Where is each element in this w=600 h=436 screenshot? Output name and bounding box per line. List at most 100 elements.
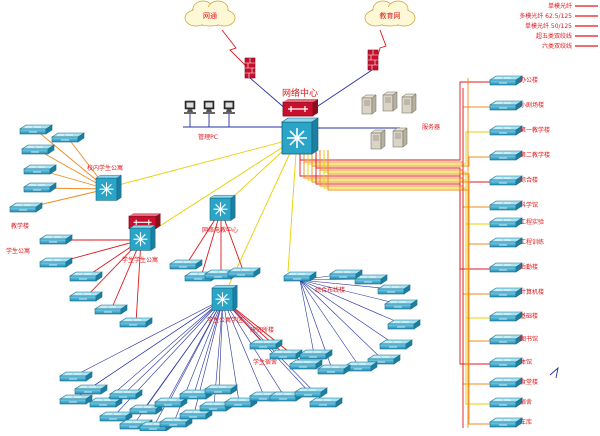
building-label: 图书馆 (520, 335, 538, 343)
building-label: 工程训练 (520, 238, 544, 246)
access-switch-icon (227, 267, 261, 278)
server-icon (370, 129, 386, 150)
access-switch-icon (51, 132, 85, 143)
uplink (140, 137, 298, 239)
access-switch-icon (354, 274, 388, 285)
mgmt-pc-icon (183, 100, 197, 115)
building-switch-icon (489, 100, 523, 111)
access-switch-icon (109, 389, 143, 400)
access-switch-icon (99, 411, 133, 422)
access-switch-icon (69, 271, 103, 282)
access-switch-icon (59, 371, 93, 382)
access-switch-icon (94, 304, 128, 315)
mgmt-pc-icon (222, 100, 236, 115)
secondary-switch-icon (283, 271, 317, 282)
access-link (35, 129, 108, 190)
access-switch-icon (159, 417, 193, 428)
server-label: 服务器 (422, 123, 440, 131)
trunk-building (323, 150, 490, 225)
fan-link (299, 279, 400, 305)
cloud-netcom (184, 0, 236, 27)
building-label: 体馆 (520, 358, 532, 366)
building-switch-icon (489, 334, 523, 345)
building-switch-icon (489, 217, 523, 228)
server-icon (401, 93, 417, 114)
fan-link (168, 298, 224, 403)
access-switch-icon (19, 124, 53, 135)
trunk-building (323, 150, 490, 405)
legend-item: 单模光纤 50/125 (525, 22, 572, 30)
legend-item: 单模光纤 (548, 2, 572, 10)
building-switch-icon (489, 377, 523, 388)
access-switch-icon (154, 397, 188, 408)
trunk-building (299, 150, 490, 270)
campus-admin-switch-label: 校内学生公寓 (87, 164, 123, 172)
legend-item: 多模光纤 62.5/125 (519, 12, 572, 20)
access-switch-icon (59, 394, 93, 405)
legend-item: 六类双绞线 (542, 42, 572, 50)
fan-link (299, 279, 403, 325)
access-link (110, 239, 142, 311)
building-switch-icon (489, 417, 523, 428)
dorm-label: 学生宿舍 (253, 358, 277, 366)
building-label: 小剧场楼 (520, 101, 544, 109)
building-switch-icon (489, 150, 523, 161)
access-switch-icon (21, 144, 55, 155)
access-switch-icon (387, 319, 421, 330)
access-switch-icon (377, 284, 411, 295)
trunk-building (311, 150, 490, 342)
building-switch-icon (489, 125, 523, 136)
building-label: 后勤楼 (520, 263, 538, 271)
building-label: 食堂楼 (520, 378, 538, 386)
building-switch-icon (489, 75, 523, 86)
building-switch-icon (489, 397, 523, 408)
east-switch-icon (209, 194, 236, 221)
access-switch-icon (89, 397, 123, 408)
fan-link (299, 279, 383, 360)
fan-link (299, 279, 395, 345)
access-switch-icon (204, 384, 238, 395)
mgmt-pc-label: 管理PC (198, 133, 218, 141)
access-switch-icon (169, 259, 203, 270)
trunk-building (307, 150, 490, 319)
trunk-building (315, 150, 490, 365)
fan-link (73, 298, 224, 377)
building-switch-icon (489, 200, 523, 211)
uplink (287, 137, 298, 273)
fan-link (299, 279, 315, 355)
lab-label: 研究所楼 (250, 326, 274, 334)
access-switch-icon (317, 364, 351, 375)
access-link (37, 149, 108, 190)
fan-link (123, 298, 224, 395)
link-tag (549, 366, 559, 379)
access-switch-icon (119, 317, 153, 328)
building-switch-icon (489, 237, 523, 248)
fw-core-right (311, 69, 373, 111)
access-switch-icon (39, 234, 73, 245)
uplink (106, 137, 298, 189)
fan-link (299, 279, 360, 367)
server-icon (382, 91, 398, 112)
trunk-building (327, 150, 490, 425)
building-label: 车库 (520, 418, 532, 426)
building-switch-icon (489, 287, 523, 298)
south-switch-label: 学生学生公寓 (122, 256, 158, 264)
access-switch-icon (69, 291, 103, 302)
fan-link (143, 298, 224, 410)
access-switch-icon (294, 387, 328, 398)
fw-core-left (249, 77, 288, 111)
access-switch-icon (179, 409, 213, 420)
main-hub-switch-icon (211, 284, 238, 311)
building-switch-icon (489, 175, 523, 186)
access-switch-icon (299, 349, 333, 360)
cloud-edu (364, 0, 416, 27)
access-switch-icon (384, 299, 418, 310)
building-label: 第一教学楼 (520, 126, 550, 134)
building-switch-icon (489, 311, 523, 322)
building-label: 综合楼 (520, 176, 538, 184)
building-label: 工程实验 (520, 218, 544, 226)
building-label: 基础楼 (520, 312, 538, 320)
access-switch-icon (249, 339, 283, 350)
